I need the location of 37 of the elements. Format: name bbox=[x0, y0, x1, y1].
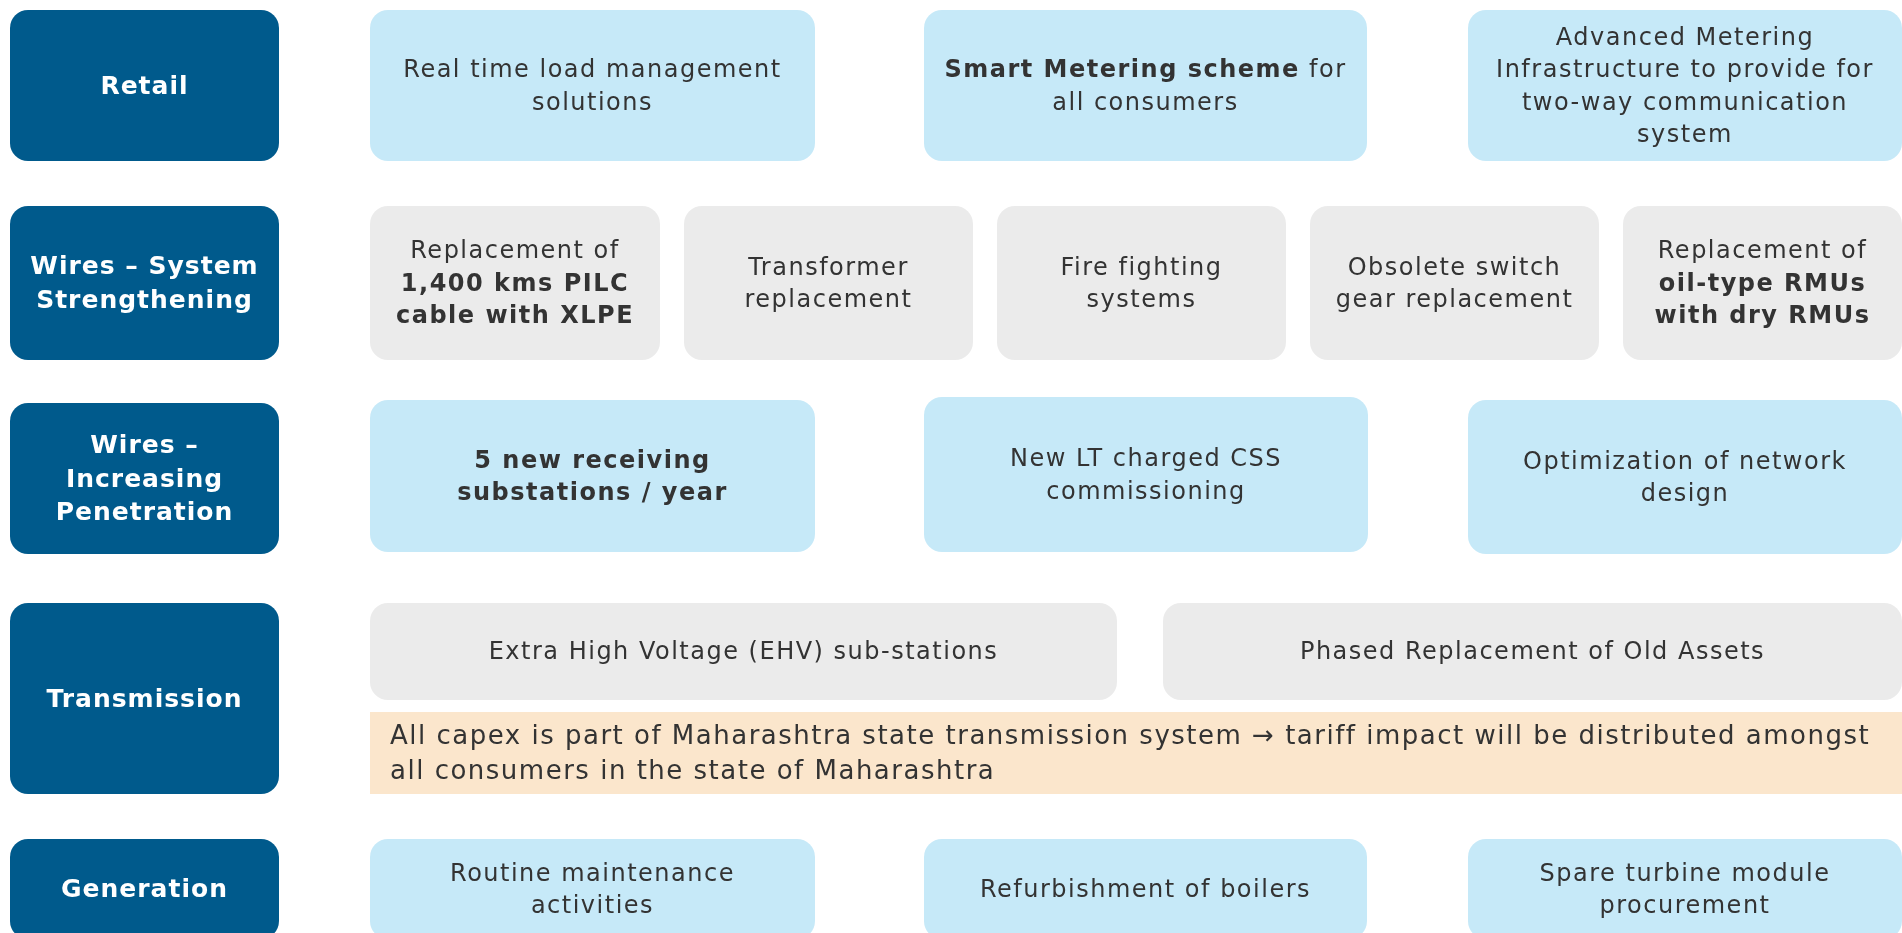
initiative-box bbox=[924, 397, 1368, 552]
initiative-text: New LT charged CSS commissioning bbox=[1009, 443, 1283, 507]
row-heading: Wires – Increasing Penetration bbox=[54, 428, 235, 529]
initiative-box bbox=[1468, 400, 1902, 554]
initiative-text: Smart Metering scheme for all consumers bbox=[943, 54, 1348, 118]
row-heading: Retail bbox=[99, 69, 190, 102]
initiative-box bbox=[370, 839, 815, 933]
initiative-text: 5 new receiving substations / year bbox=[456, 444, 729, 508]
row-header bbox=[10, 603, 279, 794]
initiative-text: Transformer replacement bbox=[743, 251, 914, 315]
initiative-text: Optimization of network design bbox=[1522, 445, 1848, 509]
initiative-text: Obsolete switch gear replacement bbox=[1334, 251, 1575, 315]
initiative-text: Refurbishment of boilers bbox=[978, 873, 1313, 905]
initiative-text: All capex is part of Maharashtra state transmission system → tariff impact will be distributed amongst all consumers in the state of Maharashtra bbox=[389, 718, 1872, 787]
initiative-text: Spare turbine module procurement bbox=[1538, 857, 1832, 921]
initiative-box bbox=[370, 10, 815, 161]
initiative-text: Real time load management solutions bbox=[402, 54, 783, 118]
initiative-text: Extra High Voltage (EHV) sub-stations bbox=[487, 636, 1000, 668]
initiative-box bbox=[924, 10, 1367, 161]
initiative-text: Phased Replacement of Old Assets bbox=[1298, 636, 1767, 668]
initiative-box bbox=[924, 839, 1367, 933]
initiative-text: Advanced Metering Infrastructure to provide for two-way communication system bbox=[1495, 21, 1875, 150]
row-header bbox=[10, 206, 279, 360]
initiative-text: Replacement of 1,400 kms PILC cable with XLPE bbox=[394, 235, 636, 332]
row-heading: Wires – System Strengthening bbox=[29, 250, 260, 316]
initiative-box bbox=[370, 400, 815, 552]
row-header bbox=[10, 403, 279, 554]
initiative-text: Replacement of oil-type RMUs with dry RMUs bbox=[1653, 235, 1872, 332]
initiative-box bbox=[1468, 10, 1902, 161]
row-heading: Generation bbox=[60, 873, 229, 906]
row-header bbox=[10, 10, 279, 161]
initiative-text: Fire fighting systems bbox=[1059, 251, 1224, 315]
row-heading: Transmission bbox=[45, 682, 244, 715]
row-header bbox=[10, 839, 279, 933]
initiative-box bbox=[1468, 839, 1902, 933]
initiative-text: Routine maintenance activities bbox=[449, 857, 736, 921]
note-box bbox=[370, 712, 1902, 794]
